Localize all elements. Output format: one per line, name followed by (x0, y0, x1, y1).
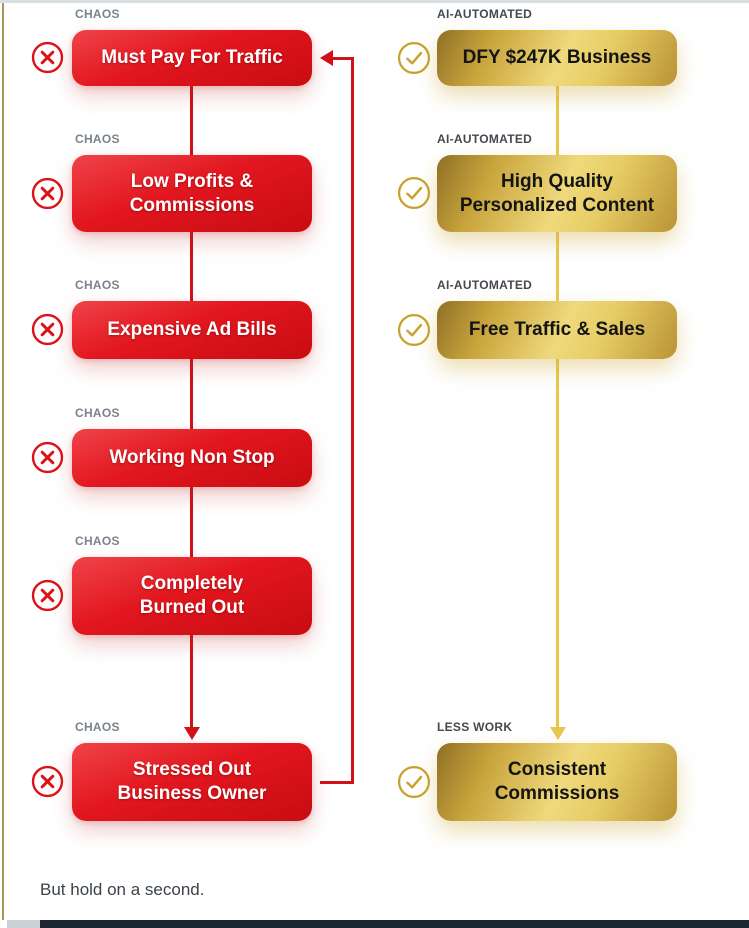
chaos-tag: CHAOS (75, 534, 120, 548)
automated-row: LESS WORK Consistent Commissions (0, 720, 749, 821)
automated-tag: AI-AUTOMATED (437, 7, 533, 21)
check-circle-icon (397, 176, 431, 210)
red-return-line-vertical (351, 57, 354, 784)
gold-flow-line (556, 86, 559, 727)
automated-box: Free Traffic & Sales (437, 301, 677, 359)
chaos-row: CHAOS Completely Burned Out (0, 534, 749, 635)
red-flow-line (190, 86, 193, 728)
chaos-box: Expensive Ad Bills (72, 301, 312, 359)
top-border (0, 0, 749, 3)
red-return-line-bottom (320, 781, 354, 784)
automated-row: AI-AUTOMATED DFY $247K Business (0, 7, 749, 86)
next-section-edge (40, 920, 749, 928)
chaos-tag: CHAOS (75, 406, 120, 420)
automated-box: Consistent Commissions (437, 743, 677, 821)
chaos-row: CHAOS Must Pay For Traffic (0, 7, 749, 86)
chaos-box: Working Non Stop (72, 429, 312, 487)
footer-text: But hold on a second. (40, 880, 205, 899)
x-circle-icon (31, 765, 64, 798)
automated-box: High Quality Personalized Content (437, 155, 677, 232)
automated-row: AI-AUTOMATED High Quality Personalized C… (0, 132, 749, 232)
chaos-box: Must Pay For Traffic (72, 30, 312, 86)
chaos-row: CHAOS Stressed Out Business Owner (0, 720, 749, 821)
x-circle-icon (31, 441, 64, 474)
chaos-tag: CHAOS (75, 278, 120, 292)
red-arrow-left-icon (320, 50, 333, 66)
automated-box: DFY $247K Business (437, 30, 677, 86)
gold-arrow-down-icon (550, 727, 566, 740)
check-circle-icon (397, 765, 431, 799)
automated-tag: AI-AUTOMATED (437, 132, 533, 146)
chaos-box: Low Profits & Commissions (72, 155, 312, 232)
red-arrow-down-icon (184, 727, 200, 740)
less-work-tag: LESS WORK (437, 720, 513, 734)
chaos-row: CHAOS Working Non Stop (0, 406, 749, 487)
chaos-box: Stressed Out Business Owner (72, 743, 312, 821)
chaos-row: CHAOS Expensive Ad Bills (0, 278, 749, 359)
automated-tag: AI-AUTOMATED (437, 278, 533, 292)
automated-row: AI-AUTOMATED Free Traffic & Sales (0, 278, 749, 359)
chaos-tag: CHAOS (75, 132, 120, 146)
chaos-box: Completely Burned Out (72, 557, 312, 635)
chaos-tag: CHAOS (75, 7, 120, 21)
red-return-line-top (333, 57, 354, 60)
x-circle-icon (31, 41, 64, 74)
x-circle-icon (31, 579, 64, 612)
check-circle-icon (397, 41, 431, 75)
x-circle-icon (31, 313, 64, 346)
check-circle-icon (397, 313, 431, 347)
left-border (2, 3, 4, 920)
x-circle-icon (31, 177, 64, 210)
chaos-row: CHAOS Low Profits & Commissions (0, 132, 749, 232)
chaos-tag: CHAOS (75, 720, 120, 734)
bottom-bar-light (7, 920, 40, 928)
